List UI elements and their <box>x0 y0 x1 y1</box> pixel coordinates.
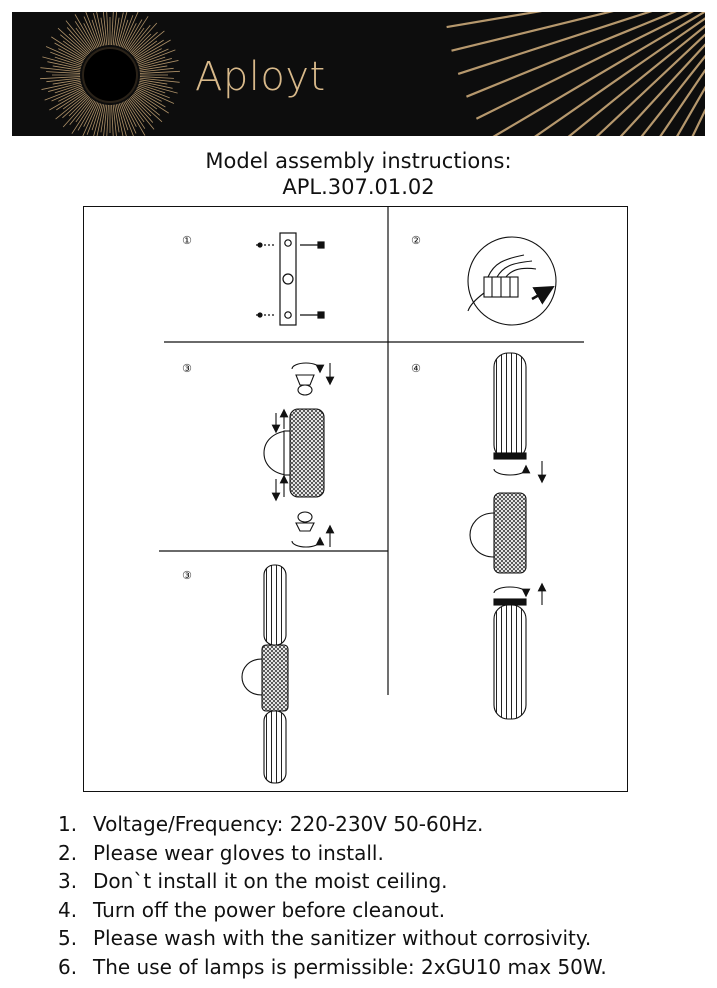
step-3-number: ③ <box>182 362 192 375</box>
wall-plate-icon <box>256 232 325 326</box>
step-2-number: ② <box>411 234 421 247</box>
bulb-install-icon <box>263 362 335 548</box>
wire-connector-icon <box>467 236 557 326</box>
shade-install-icon <box>469 352 547 720</box>
step-4-number: ④ <box>411 362 421 375</box>
note-item: 3.Don`t install it on the moist ceiling. <box>58 869 448 893</box>
note-item: 5.Please wash with the sanitizer without… <box>58 926 592 950</box>
sunburst-decoration <box>40 12 705 136</box>
assembly-diagram: ① ② ③ ④ ③ <box>83 206 628 792</box>
step-5-number: ③ <box>182 569 192 582</box>
assembled-lamp-icon <box>241 564 289 784</box>
instruction-notes: 1.Voltage/Frequency: 220-230V 50-60Hz. 2… <box>58 810 607 981</box>
model-number: APL.307.01.02 <box>282 175 435 199</box>
title-line-1: Model assembly instructions: <box>205 149 512 173</box>
brand-banner: Aployt <box>12 12 705 136</box>
page-title: Model assembly instructions: APL.307.01.… <box>0 148 717 200</box>
note-item: 2.Please wear gloves to install. <box>58 840 384 865</box>
step-1-number: ① <box>182 234 192 247</box>
note-item: 6.The use of lamps is permissible: 2xGU1… <box>58 954 607 979</box>
diagram-canvas: ① ② ③ ④ ③ <box>159 207 584 784</box>
brand-logo: Aployt <box>195 54 326 100</box>
note-item: 1.Voltage/Frequency: 220-230V 50-60Hz. <box>58 812 484 836</box>
note-item: 4.Turn off the power before cleanout. <box>58 897 446 922</box>
